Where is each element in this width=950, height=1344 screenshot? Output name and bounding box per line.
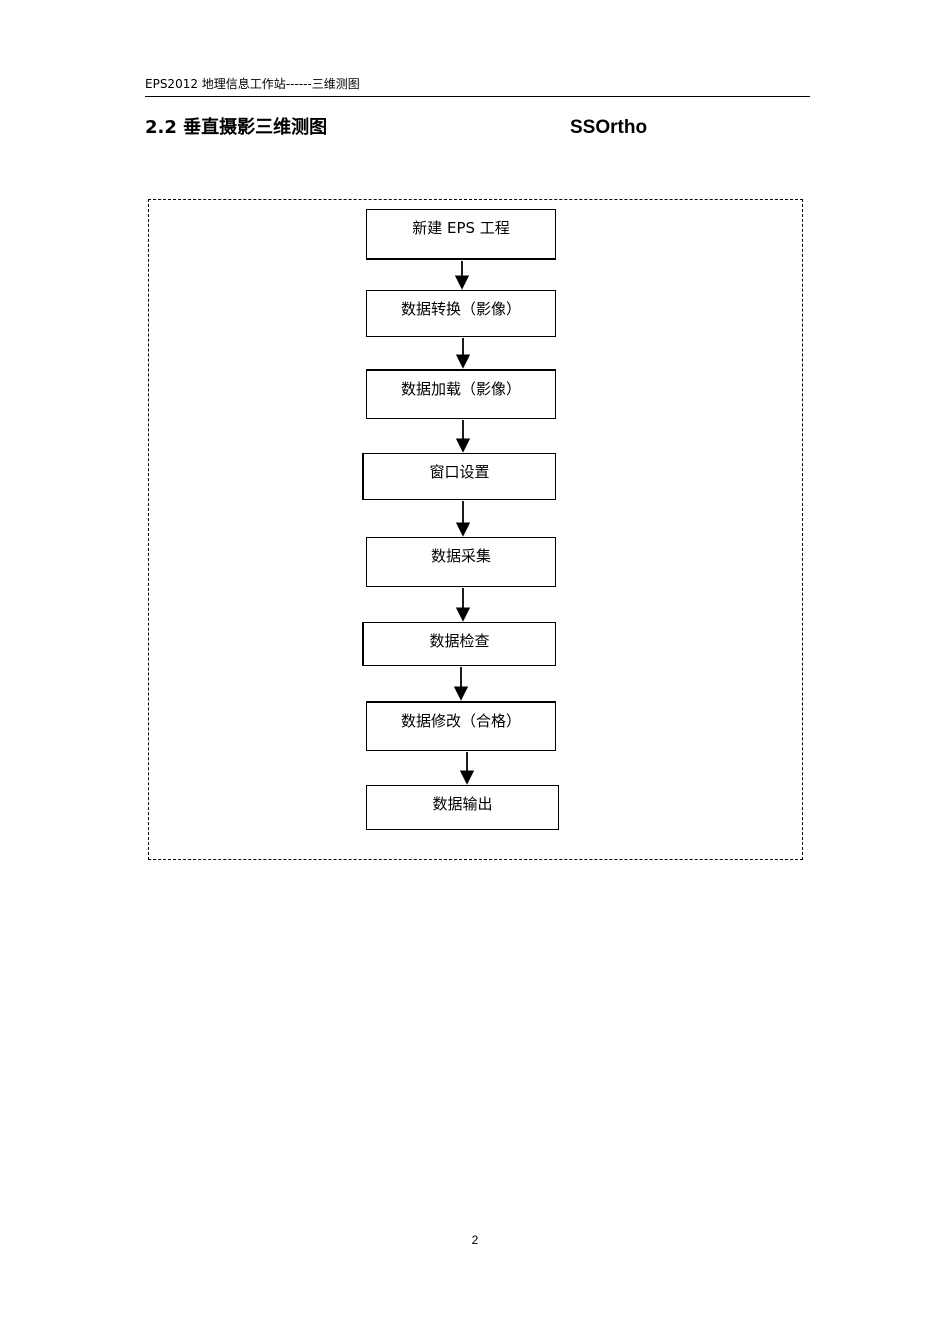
page-header: EPS2012 地理信息工作站------三维测图 [145,74,810,97]
flow-step-data-collection: 数据采集 [366,537,556,587]
flow-step-label: 窗口设置 [429,463,490,481]
flow-step-label: 新建 EPS 工程 [412,219,510,237]
flow-step-label: 数据采集 [430,547,491,565]
section-number: 2.2 [145,117,177,138]
section-title: 垂直摄影三维测图 [183,117,328,138]
flow-step-label: 数据输出 [432,795,493,813]
section-heading: 2.2 垂直摄影三维测图 SSOrtho [145,114,810,142]
flow-step-data-output: 数据输出 [366,785,559,830]
page-number: 2 [471,1233,479,1247]
flow-step-label: 数据加载（影像） [400,380,521,398]
flow-step-data-check: 数据检查 [362,622,556,666]
tool-name: SSOrtho [570,117,648,138]
flow-step-label: 数据修改（合格） [400,712,521,730]
flow-step-data-loading: 数据加载（影像） [366,369,556,419]
flow-step-window-settings: 窗口设置 [362,453,556,500]
flow-step-data-correction: 数据修改（合格） [366,701,556,751]
flow-step-label: 数据转换（影像） [400,300,521,318]
flowchart-frame [148,199,803,860]
flow-step-new-project: 新建 EPS 工程 [366,209,556,260]
flow-step-label: 数据检查 [429,632,490,650]
flow-step-data-conversion: 数据转换（影像） [366,290,556,337]
running-title: EPS2012 地理信息工作站------三维测图 [145,77,360,91]
